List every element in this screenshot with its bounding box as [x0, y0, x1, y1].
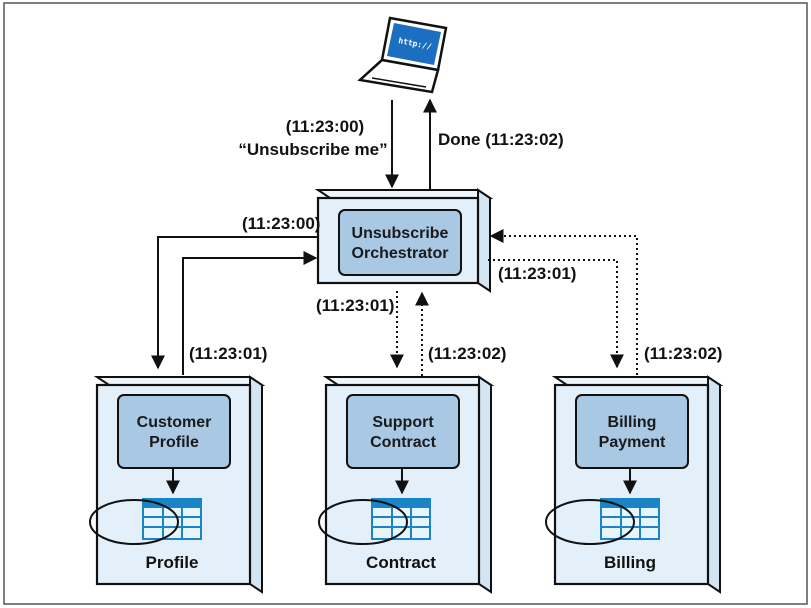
service-inner-profile	[117, 394, 231, 469]
diagram-frame	[3, 2, 808, 605]
service-profile-line2: Profile	[149, 434, 199, 451]
from-billing-time: (11:23:02)	[644, 344, 722, 363]
arrow-from-profile	[182, 251, 318, 375]
service-box-billing: Billing Payment Billing	[545, 375, 724, 594]
arrow-from-billing	[489, 229, 638, 375]
service-billing-line1: Billing	[608, 414, 657, 431]
billing-highlight-ellipse	[545, 499, 635, 545]
profile-highlight-ellipse	[89, 499, 179, 545]
service-box-contract: Support Contract Contract	[318, 375, 495, 594]
to-contract-time: (11:23:01)	[316, 296, 394, 315]
service-contract-line1: Support	[372, 414, 434, 431]
contract-highlight-ellipse	[318, 499, 408, 545]
request-text-label: “Unsubscribe me”	[238, 140, 387, 159]
to-billing-time: (11:23:01)	[498, 264, 576, 283]
service-contract-line2: Contract	[370, 434, 436, 451]
orchestrator-inner-box	[338, 209, 462, 276]
service-billing-line2: Payment	[599, 434, 666, 451]
service-profile-line1: Customer	[137, 414, 212, 431]
billing-db-label: Billing	[604, 553, 656, 572]
request-time-label: (11:23:00)	[286, 117, 364, 136]
service-inner-contract	[346, 394, 460, 469]
response-label: Done (11:23:02)	[438, 130, 564, 149]
service-box-profile: Customer Profile Profile	[89, 375, 266, 594]
service-inner-billing	[575, 394, 689, 469]
orchestrator-label-line1: Unsubscribe	[352, 225, 449, 242]
billing-table-icon	[600, 498, 660, 540]
arrow-to-profile	[151, 236, 318, 370]
arrow-to-billing	[488, 259, 624, 369]
from-contract-time: (11:23:02)	[428, 344, 506, 363]
from-profile-time: (11:23:01)	[189, 344, 267, 363]
profile-db-label: Profile	[146, 553, 199, 572]
to-profile-time: (11:23:00)	[242, 214, 320, 233]
contract-db-label: Contract	[366, 553, 436, 572]
orchestrator-label-line2: Orchestrator	[352, 245, 449, 262]
laptop-icon: http://	[357, 16, 448, 94]
orchestrator-box: Unsubscribe Orchestrator	[314, 188, 494, 293]
